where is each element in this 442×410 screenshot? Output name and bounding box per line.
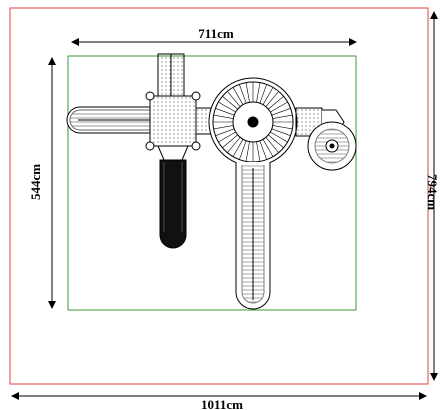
tower-spoke [259,140,267,160]
tower-spoke [232,139,244,157]
tower-spoke [222,134,238,148]
round-tower [208,77,298,167]
tower-spoke [245,82,250,103]
tower-spoke [268,96,284,110]
tower-spoke [262,139,274,157]
tower-spoke [218,131,236,143]
tower-spoke [270,101,288,113]
tower-spoke [265,91,279,107]
tower-spoke [227,137,241,153]
top-ladder [157,53,185,97]
spiral-slide [307,121,357,171]
tower-spoke [259,84,267,104]
left-tube-slide [66,106,151,134]
dark-tube-slide [159,159,187,249]
outer-width-label: 1011cm [201,397,243,410]
tower-spoke [213,125,234,130]
tower-spoke [271,128,291,136]
tower-spoke [213,114,234,119]
inner-boundary [67,55,357,311]
tower-spoke [265,137,279,153]
tower-spoke [239,140,247,160]
tower-spoke [256,141,261,162]
tower-spoke [222,96,238,110]
long-slide [235,162,271,310]
outer-boundary [9,7,429,385]
inner-width-label: 711cm [198,26,234,41]
tower-spoke [272,125,293,130]
inner-depth-label: 544cm [28,164,43,200]
tower-spoke [215,128,235,136]
tower-spoke [270,131,288,143]
tower-spoke [227,91,241,107]
outer-depth-label: 794cm [425,174,440,210]
tower-spoke [268,134,284,148]
tower-spoke [245,141,250,162]
tower-spoke [256,82,261,103]
playground-structure [66,53,357,310]
tower-spoke [262,87,274,105]
tower-spoke [215,108,235,116]
tower-spoke [232,87,244,105]
tower-spoke [271,108,291,116]
main-deck [145,91,201,161]
tower-spoke [218,101,236,113]
tower-spoke [272,114,293,119]
tower-spoke [239,84,247,104]
